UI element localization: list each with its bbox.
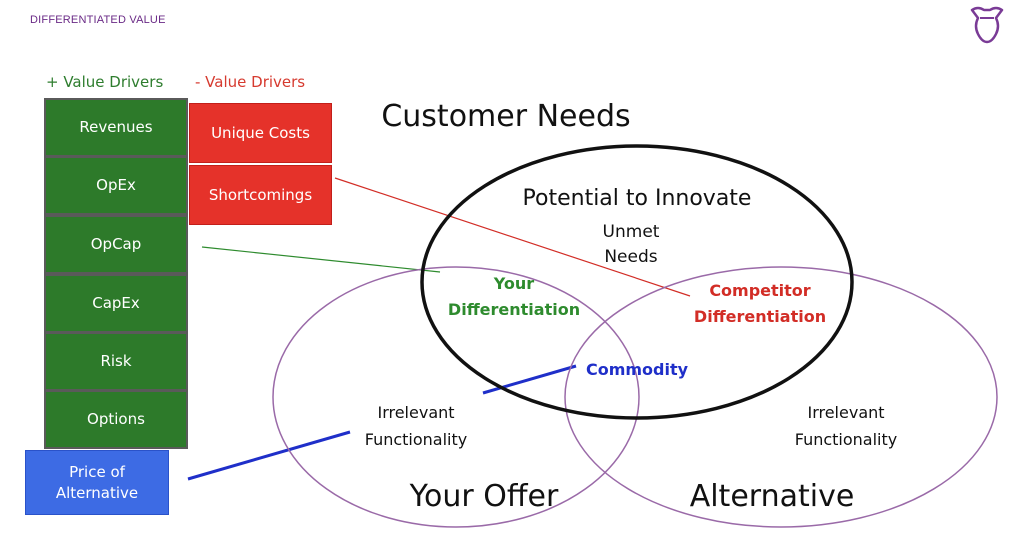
- price-to-irrelevant-line: [187, 430, 351, 481]
- left-irrelevant-line2: Functionality: [365, 430, 468, 449]
- customer-needs-circle: [420, 144, 854, 420]
- price-of-alternative-box: Price of Alternative: [25, 450, 169, 515]
- shortcomings-connector-line: [334, 177, 691, 297]
- right-irrelevant-line1: Irrelevant: [807, 403, 884, 422]
- price-of-alternative-label: Price of Alternative: [55, 463, 139, 502]
- right-irrelevant-line2: Functionality: [795, 430, 898, 449]
- opcap-connector-line: [201, 246, 441, 273]
- your-offer-label: Your Offer: [409, 479, 559, 514]
- your-offer-circle: [272, 266, 640, 528]
- commodity-label: Commodity: [586, 360, 689, 379]
- minus-value-drivers-header: - Value Drivers: [195, 73, 306, 91]
- negative-driver-unique-costs: Unique Costs: [189, 103, 332, 163]
- plus-value-drivers-header: + Value Drivers: [46, 73, 164, 91]
- left-irrelevant-line1: Irrelevant: [377, 403, 454, 422]
- value-driver-revenues: Revenues: [44, 98, 188, 157]
- slide-section-label: DIFFERENTIATED VALUE: [30, 14, 166, 26]
- unmet-needs-line1: Unmet: [603, 222, 660, 242]
- competitor-differentiation-line1: Competitor: [709, 281, 810, 300]
- competitor-differentiation-line2: Differentiation: [694, 307, 826, 326]
- alternative-label: Alternative: [690, 479, 855, 514]
- potential-to-innovate-heading: Potential to Innovate: [523, 186, 752, 211]
- vessel-outline-icon: [970, 6, 1004, 44]
- negative-driver-shortcomings: Shortcomings: [189, 165, 332, 225]
- value-driver-opex: OpEx: [44, 156, 188, 215]
- customer-needs-title: Customer Needs: [381, 99, 630, 134]
- unmet-needs-line2: Needs: [604, 247, 657, 267]
- your-differentiation-line2: Differentiation: [448, 300, 580, 319]
- your-differentiation-line1: Your: [493, 274, 535, 293]
- value-driver-options: Options: [44, 390, 188, 449]
- price-to-commodity-line: [482, 364, 577, 395]
- value-driver-opcap: OpCap: [44, 215, 188, 274]
- alternative-circle: [564, 266, 998, 528]
